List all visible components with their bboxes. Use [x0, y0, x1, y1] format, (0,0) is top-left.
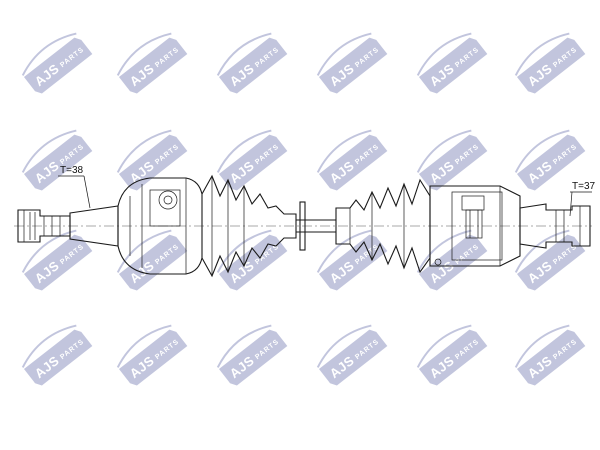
outer-boot: [201, 174, 297, 278]
callout-left-label: T=38: [60, 165, 84, 176]
right-spline-stub: [519, 203, 591, 249]
inner-cv-joint: [429, 185, 521, 267]
callout-right-label: T=37: [572, 181, 596, 192]
shaft-rod: [296, 201, 336, 251]
callout-right: T=37: [569, 181, 596, 217]
callout-left: T=38: [58, 165, 91, 209]
